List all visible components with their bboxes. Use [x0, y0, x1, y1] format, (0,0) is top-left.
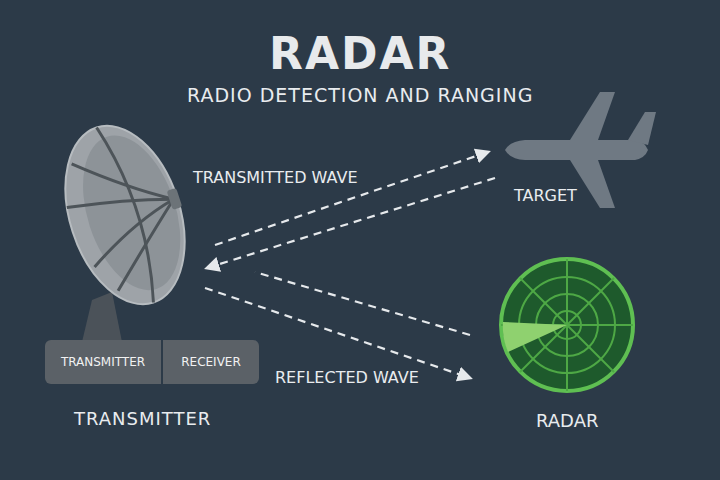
radar-dish — [44, 110, 207, 320]
target-airplane — [505, 92, 656, 208]
panel-box: TRANSMITTER — [45, 340, 161, 384]
radar-scope — [501, 259, 633, 391]
part-label: TRANSMITTER — [74, 408, 211, 429]
dish-stand — [82, 292, 122, 342]
diagram-title: RADAR — [269, 28, 451, 79]
wave-label: REFLECTED WAVE — [272, 368, 422, 387]
target-label: TARGET — [514, 186, 577, 205]
box-text: TRANSMITTER — [61, 355, 145, 369]
subtitle: RADIO DETECTION AND RANGING — [187, 84, 533, 106]
box-text: RECEIVER — [181, 355, 241, 369]
wave-label: TRANSMITTED WAVE — [190, 168, 361, 187]
panel-box: RECEIVER — [163, 340, 259, 384]
part-label: RADAR — [536, 410, 598, 431]
